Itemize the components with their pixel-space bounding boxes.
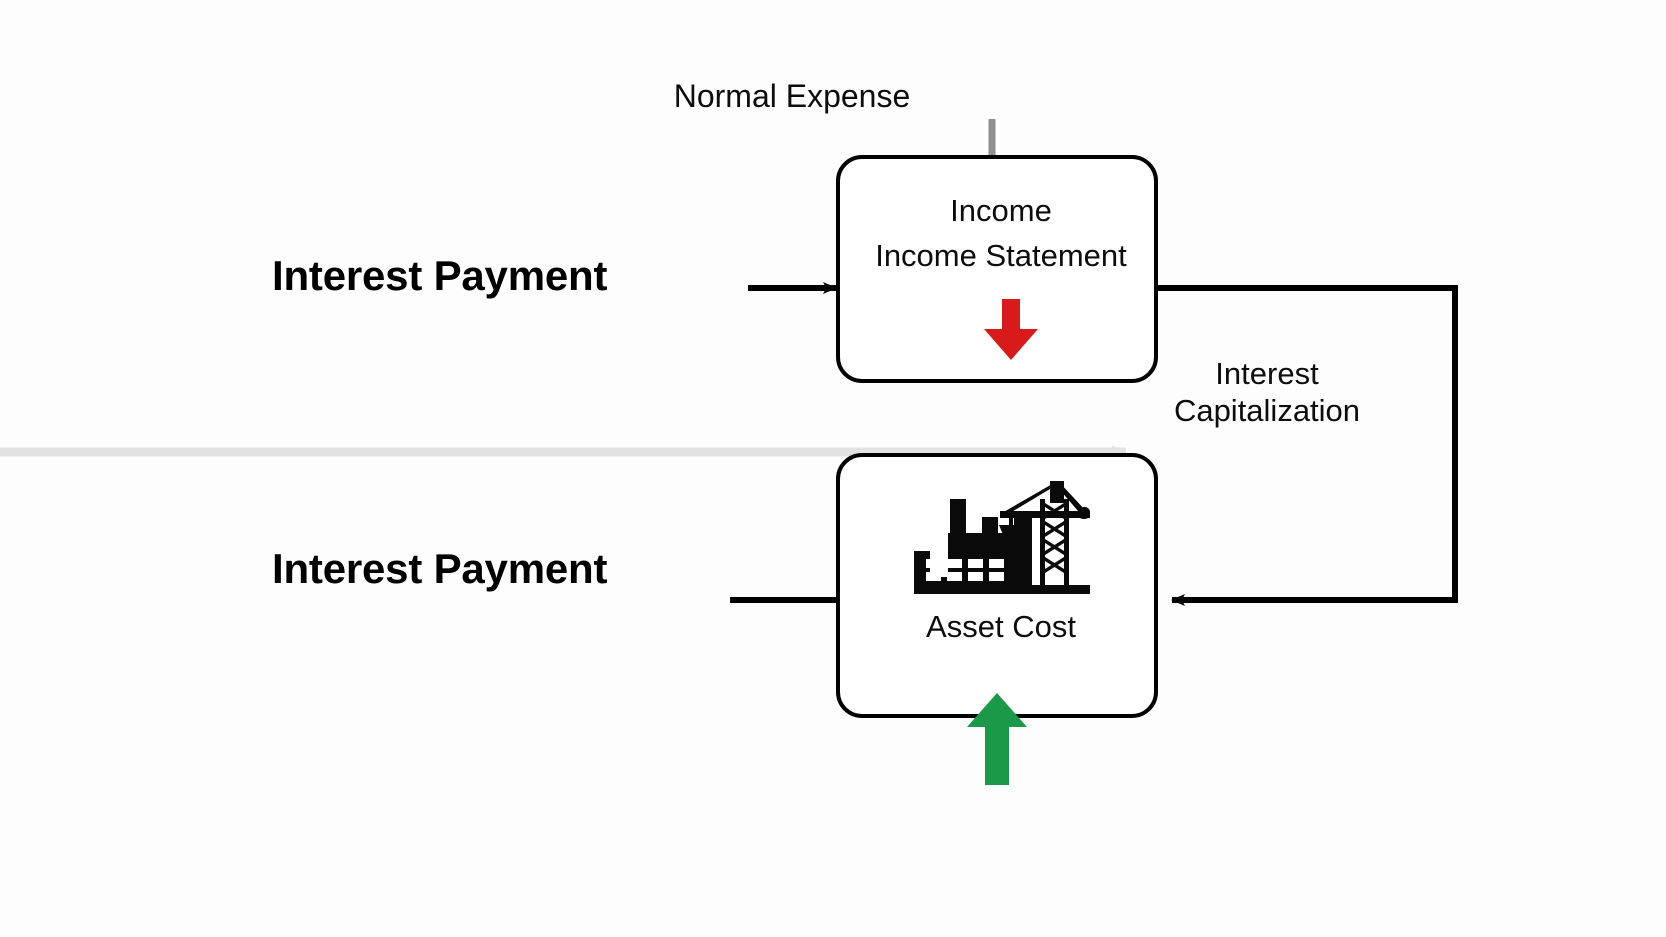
normal-expense-text: Normal Expense [673, 78, 911, 114]
income-statement-line2: Income Statement [875, 238, 1127, 273]
interest-capitalization-edge [1157, 285, 1458, 606]
node-income-statement[interactable]: Income Income Statement [836, 155, 1158, 383]
normal-expense-label: Normal Expense [0, 78, 1666, 115]
asset-cost-caption: Asset Cost [926, 609, 1076, 644]
interest-capitalization-line2: Capitalization [1173, 392, 1361, 428]
up-arrow-icon [967, 693, 1027, 785]
factory-crane-icon [914, 481, 1090, 594]
interest-capitalization-line1: Interest [1215, 356, 1319, 391]
node-asset-cost[interactable]: Asset Cost [836, 453, 1158, 718]
interest-capitalization-label: Interest Capitalization [1152, 356, 1382, 429]
interest-payment-bottom-label: Interest Payment [272, 545, 608, 592]
interest-payment-top-label: Interest Payment [272, 252, 608, 299]
income-statement-line1: Income [950, 193, 1052, 228]
down-arrow-icon [984, 299, 1038, 360]
